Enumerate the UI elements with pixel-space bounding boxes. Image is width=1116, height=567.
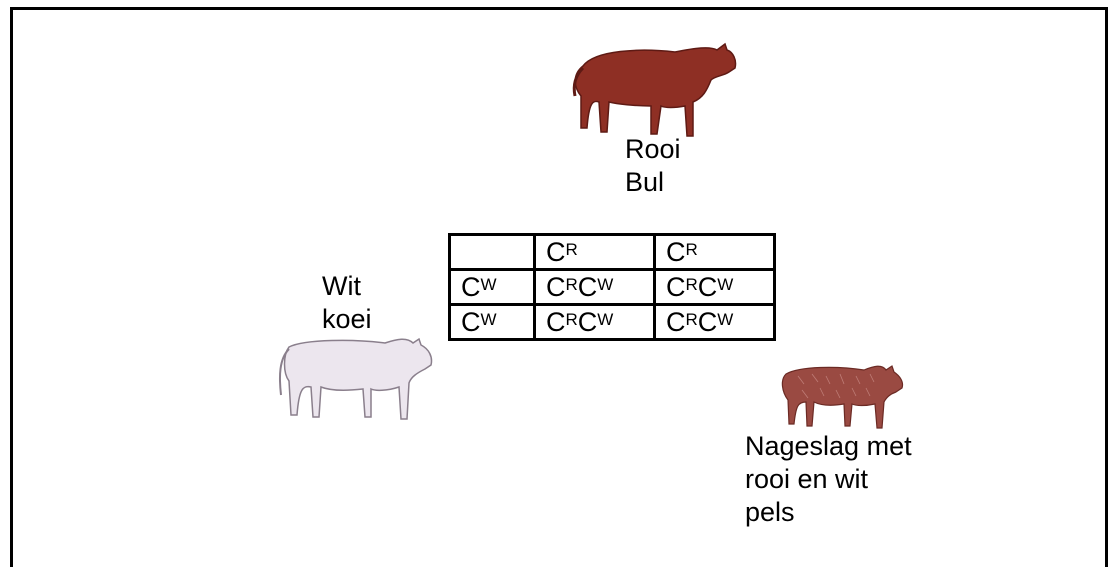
- allele-superscript: R: [565, 310, 578, 329]
- allele-superscript: W: [480, 275, 497, 294]
- bull-label-line-1: Rooi: [625, 134, 681, 164]
- red-bull-image: [572, 42, 737, 137]
- diagram-frame: [10, 7, 1108, 567]
- allele-superscript: W: [717, 275, 734, 294]
- allele-superscript: W: [597, 275, 614, 294]
- allele-superscript: R: [685, 240, 698, 259]
- allele-letter: C: [546, 307, 566, 337]
- punnett-header-row: CR CR: [448, 233, 776, 271]
- allele-superscript: R: [685, 275, 698, 294]
- allele-letter: C: [577, 272, 598, 302]
- allele-letter: C: [697, 272, 718, 302]
- bull-body-shape: [572, 42, 737, 137]
- allele-letter: C: [546, 237, 566, 267]
- calf-body-shape: [781, 365, 904, 429]
- allele-letter: C: [577, 307, 598, 337]
- allele-letter: C: [666, 237, 686, 267]
- allele-superscript: W: [717, 310, 734, 329]
- allele-letter: C: [546, 272, 566, 302]
- bull-label: Rooi Bul: [625, 133, 681, 199]
- offspring-label: Nageslag met rooi en wit pels: [745, 430, 912, 529]
- allele-superscript: R: [565, 275, 578, 294]
- allele-letter: C: [461, 307, 481, 337]
- punnett-row-header-cell: CW: [448, 268, 536, 306]
- allele-letter: C: [666, 307, 686, 337]
- punnett-row: CW CRCW CRCW: [448, 268, 776, 306]
- punnett-row: CW CRCW CRCW: [448, 303, 776, 341]
- allele-superscript: R: [685, 310, 698, 329]
- allele-superscript: W: [597, 310, 614, 329]
- punnett-genotype-cell: CRCW: [653, 303, 776, 341]
- offspring-calf-image: [781, 365, 904, 429]
- offspring-label-line-1: Nageslag met: [745, 431, 912, 461]
- cow-label-line-1: Wit: [322, 271, 361, 301]
- punnett-genotype-cell: CRCW: [533, 303, 656, 341]
- offspring-label-line-2: rooi en wit: [745, 464, 869, 494]
- allele-superscript: W: [480, 310, 497, 329]
- white-cow-image: [279, 337, 433, 420]
- allele-superscript: R: [565, 240, 578, 259]
- punnett-corner-cell: [448, 233, 536, 271]
- punnett-square: CR CR CW CRCW CRCW CW CRCW CRCW: [448, 233, 776, 341]
- allele-letter: C: [461, 272, 481, 302]
- cow-label: Wit koei: [322, 270, 372, 336]
- punnett-row-header-cell: CW: [448, 303, 536, 341]
- punnett-header-cell: CR: [653, 233, 776, 271]
- punnett-header-cell: CR: [533, 233, 656, 271]
- punnett-genotype-cell: CRCW: [533, 268, 656, 306]
- bull-label-line-2: Bul: [625, 167, 665, 197]
- punnett-genotype-cell: CRCW: [653, 268, 776, 306]
- allele-letter: C: [666, 272, 686, 302]
- cow-label-line-2: koei: [322, 304, 372, 334]
- allele-letter: C: [697, 307, 718, 337]
- cow-body-shape: [279, 337, 433, 420]
- offspring-label-line-3: pels: [745, 497, 795, 527]
